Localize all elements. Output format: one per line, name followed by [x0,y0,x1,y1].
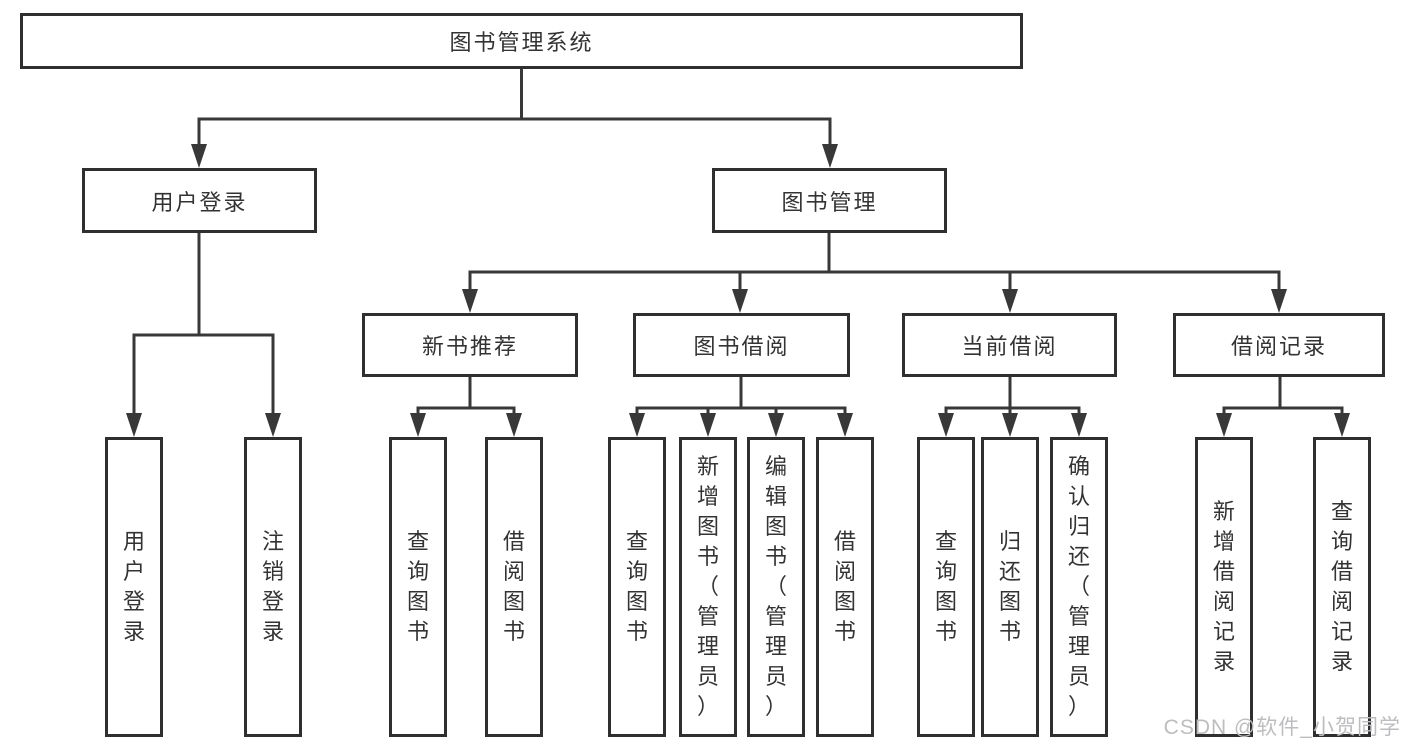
node-label: 用户登录 [122,529,145,644]
node-label: 借阅图书 [833,529,856,644]
node-label: 查询图书 [625,529,648,644]
node-root-system: 图书管理系统 [20,13,1023,69]
connector-recommend-to-leaves [410,377,522,437]
leaf-add-borrow-record: 新增借阅记录 [1195,437,1253,737]
connector-root-to-level2 [191,69,838,168]
connector-borrowing-to-leaves [629,377,853,437]
node-label: 用户登录 [151,189,248,215]
node-label: 图书管理 [781,189,878,215]
node-current-borrowing: 当前借阅 [902,313,1117,377]
connector-login-to-leaves [126,233,281,437]
leaf-query-books-borrowing: 查询图书 [608,437,666,737]
node-label: 编辑图书（管理员） [764,454,787,719]
connector-current-to-leaves [938,377,1087,437]
connector-records-to-leaves [1216,377,1350,437]
leaf-confirm-return-admin: 确认归还（管理员） [1050,437,1108,737]
leaf-add-books-admin: 新增图书（管理员） [679,437,737,737]
leaf-edit-books-admin: 编辑图书（管理员） [747,437,805,737]
node-label: 借阅图书 [502,529,525,644]
node-label: 新增图书（管理员） [696,454,719,719]
node-label: 新书推荐 [421,334,518,359]
node-label: 注销登录 [261,529,284,644]
node-label: 归还图书 [998,529,1021,644]
leaf-user-login: 用户登录 [105,437,163,737]
node-label: 图书管理系统 [449,30,594,55]
leaf-borrow-books-recommend: 借阅图书 [485,437,543,737]
leaf-query-books-recommend: 查询图书 [389,437,447,737]
node-new-book-recommend: 新书推荐 [362,313,578,377]
node-label: 借阅记录 [1230,334,1327,359]
leaf-logout: 注销登录 [244,437,302,737]
node-label: 确认归还（管理员） [1067,454,1090,719]
leaf-query-borrow-record: 查询借阅记录 [1313,437,1371,737]
node-label: 新增借阅记录 [1212,499,1235,674]
connector-mgmt-to-level3 [462,233,1287,313]
leaf-borrow-books-borrowing: 借阅图书 [816,437,874,737]
node-label: 图书借阅 [693,334,790,359]
leaf-query-books-current: 查询图书 [917,437,975,737]
node-user-login: 用户登录 [82,168,317,233]
node-label: 当前借阅 [961,334,1058,359]
node-label: 查询借阅记录 [1330,499,1353,674]
node-book-borrowing: 图书借阅 [633,313,850,377]
node-borrowing-records: 借阅记录 [1173,313,1385,377]
leaf-return-books: 归还图书 [981,437,1039,737]
csdn-watermark: CSDN @软件_小贺同学 [1163,716,1401,739]
node-label: 查询图书 [406,529,429,644]
node-book-management: 图书管理 [712,168,947,233]
node-label: 查询图书 [934,529,957,644]
